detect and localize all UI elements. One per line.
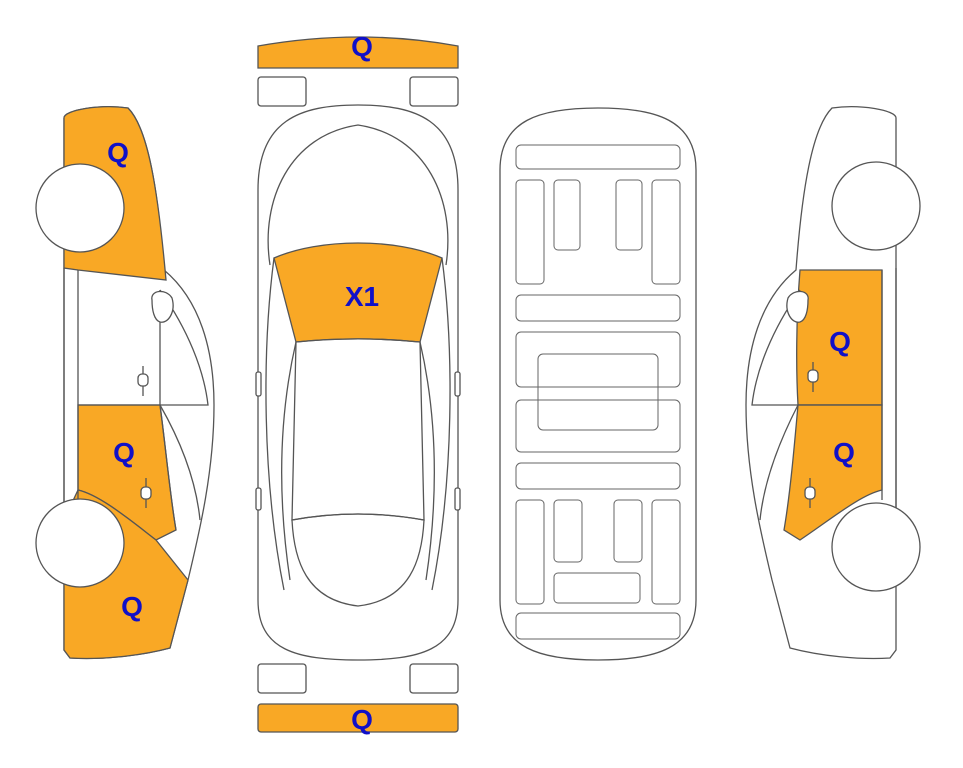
front-right-headlight [409,76,459,107]
right-front-door-handle [807,362,819,392]
left-rear-door-handle [140,478,152,508]
left-rear-quarter-label: Q [121,591,143,622]
underbody-part [615,179,643,251]
windshield-label: X1 [345,281,379,312]
left-mirror [255,371,262,397]
right-rear-door-handle [804,478,816,508]
underbody-part [515,462,681,490]
right-side-mirror [786,290,809,323]
underbody-outline [499,107,697,661]
underbody-part [515,399,681,453]
rear-bumper-label: Q [351,704,373,735]
left-window-line [159,404,201,521]
left-front-wheel [35,163,125,253]
top-view-car [255,36,461,733]
top-body-outline [257,104,459,661]
right-rear-door-label: Q [833,437,855,468]
left-side-view [35,106,215,660]
left-front-door-handle [137,366,149,396]
rear-left-taillight [257,663,307,694]
underbody-part [553,572,641,604]
underbody-view [499,107,697,661]
front-left-headlight [257,76,307,107]
left-front-fender-label: Q [107,137,129,168]
right-front-door-label: Q [829,326,851,357]
right-mirror [454,371,461,397]
underbody-part [515,294,681,322]
underbody-part [553,179,581,251]
rear-window-outline [291,513,425,607]
left-rear-door-label: Q [113,437,135,468]
right-door-handle [454,487,461,511]
hood-line [267,124,449,266]
left-window-line [159,404,177,531]
underbody-part [537,353,659,431]
underbody-part [651,179,681,285]
underbody-part [515,612,681,640]
right-rear-wheel [831,502,921,592]
right-rear-door-panel[interactable] [783,404,883,541]
underbody-part [515,179,545,285]
left-pillar-line [265,257,285,591]
underbody-part [651,499,681,605]
underbody-part [515,331,681,388]
left-inner-line [280,341,297,581]
left-door-handle [255,487,262,511]
underbody-part [613,499,643,563]
rear-bumper-panel[interactable] [257,703,459,733]
right-inner-line [419,341,436,581]
right-window-line [759,404,799,521]
right-pillar-line [431,257,451,591]
front-bumper-label: Q [351,31,373,62]
right-front-wheel [831,161,921,251]
left-rear-wheel [35,498,125,588]
right-side-view [745,106,921,660]
underbody-part [515,144,681,170]
underbody-part [553,499,583,563]
front-bumper-panel[interactable] [257,36,459,69]
rear-right-taillight [409,663,459,694]
left-side-mirror [151,290,174,323]
underbody-part [515,499,545,605]
